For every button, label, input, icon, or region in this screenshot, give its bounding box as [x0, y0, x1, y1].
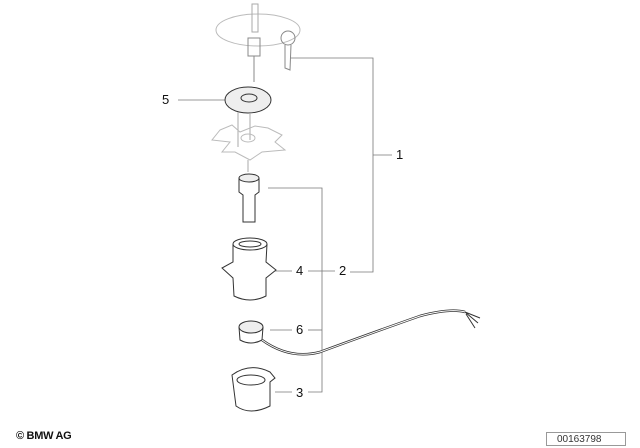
callout-5: 5 — [162, 92, 170, 107]
key-set — [215, 3, 301, 82]
callout-4: 4 — [296, 263, 304, 278]
ignition-switch — [238, 309, 481, 356]
leader-lines — [178, 57, 392, 393]
copyright-label: © BMW AG — [16, 430, 72, 442]
lock-housing — [221, 237, 277, 301]
gasket — [211, 124, 287, 161]
lock-cylinder — [238, 173, 260, 223]
callout-3: 3 — [296, 385, 304, 400]
document-number: 00163798 — [546, 432, 626, 446]
lock-cover — [231, 367, 276, 412]
callout-1: 1 — [396, 147, 404, 162]
callout-2: 2 — [339, 263, 347, 278]
callout-6: 6 — [296, 322, 304, 337]
lock-bezel — [224, 86, 272, 147]
